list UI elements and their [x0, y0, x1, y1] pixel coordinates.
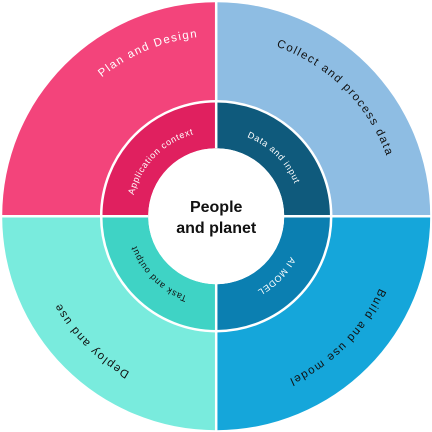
outer-segment-plan-and-design: [2, 2, 217, 217]
center-circle: [148, 148, 285, 285]
center-title-line-2: and planet: [176, 220, 257, 237]
outer-segment-deploy-and-use: [2, 216, 217, 431]
outer-segment-build-and-use-model: [216, 216, 431, 431]
inner-segment-task-and-output: [101, 216, 217, 332]
ring-divider: [99, 99, 333, 333]
inner-segment-application-context: [101, 101, 217, 217]
inner-segment-data-and-input: [216, 101, 332, 217]
outer-segment-collect-and-process-data: [216, 2, 431, 217]
inner-segment-ai-model: [216, 216, 332, 332]
center-title-line-1: People: [190, 199, 243, 216]
